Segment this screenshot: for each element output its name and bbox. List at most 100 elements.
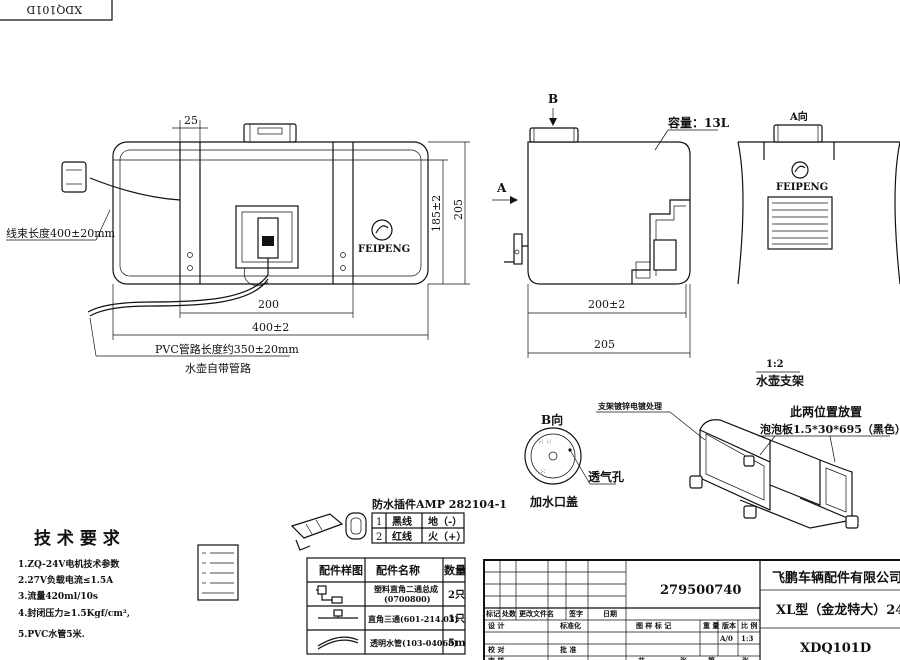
- view-a-nameplate: [767, 196, 833, 250]
- front-brand: FEIPENG: [358, 244, 410, 255]
- parts-table: 配件样图 配件名称 数量 塑料直角二通总成 (0700800) 2只 直角三通(…: [306, 557, 466, 655]
- tech-req-item: 3.流量420ml/10s: [18, 590, 98, 602]
- dim-outer-width: 205: [594, 338, 615, 351]
- dim-inner-width: 200±2: [588, 298, 625, 311]
- pvc-tube-note: 水壶自带管路: [185, 361, 251, 375]
- sheet-label: 第: [708, 656, 715, 660]
- info-label: 比 例: [741, 621, 757, 630]
- view-a-cap: [773, 124, 823, 143]
- rev-label: 签字: [568, 609, 583, 618]
- info-label: 图 样 标 记: [636, 621, 671, 630]
- parts-row-qty: 5m: [448, 638, 466, 649]
- side-tank-body: [527, 141, 691, 285]
- drawing-code-tab: XDQ101D: [0, 0, 113, 21]
- front-view: FEIPENG 25 185±2 205 200 400±2 线束长度4: [6, 114, 470, 375]
- connector-face-icon: [345, 512, 367, 540]
- info-label: 重 量: [703, 621, 719, 630]
- parts-header: 数量: [444, 563, 466, 577]
- front-cap: [243, 123, 297, 143]
- sheet-label: 张: [742, 656, 750, 660]
- scale-value: 1:3: [741, 634, 753, 643]
- front-tank-body: [112, 141, 429, 285]
- view-a: A向 FEIPENG: [737, 110, 900, 285]
- capacity-label: 容量：13L: [667, 115, 730, 130]
- pump-window: [235, 205, 299, 269]
- dim-cap-offset: 25: [184, 114, 198, 127]
- feipeng-logo-icon: [371, 219, 393, 241]
- mark-value: A/0: [719, 634, 733, 643]
- rev-label: 更改文件名: [519, 609, 554, 618]
- small-label-box: [197, 544, 239, 601]
- arrow-b-label: B: [548, 92, 558, 106]
- dim-bottom-inner: 200: [258, 298, 279, 311]
- part-number: 279500740: [660, 583, 741, 598]
- connector-block: 防水插件AMP 282104-1 1 黑线 地（-） 2 红线 火（+）: [290, 497, 507, 551]
- connector-row-no: 1: [376, 517, 382, 528]
- bracket-foam-label: 泡泡板1.5*30*695（黑色）: [760, 422, 900, 436]
- std-label: 标准化: [559, 621, 581, 630]
- connector-row-wire: 红线: [392, 530, 412, 543]
- sign-label: 设 计: [488, 621, 504, 630]
- dim-bottom-outer: 400±2: [252, 321, 289, 334]
- pvc-tube-length-label: PVC管路长度约350±20mm: [155, 342, 299, 356]
- parts-row-name: 透明水管(103-04068): [370, 638, 458, 648]
- pvc-tube: [87, 274, 269, 313]
- tech-req-item: 1.ZQ-24V电机技术参数: [18, 558, 120, 570]
- parts-row-qty: 1只: [448, 613, 465, 625]
- parts-header: 配件样图: [319, 563, 363, 577]
- rev-label: 标记: [485, 609, 500, 618]
- dim-height-inner: 185±2: [430, 195, 443, 232]
- svg-text:⁙: ⁙: [540, 468, 546, 476]
- view-b: B向 ⁙ ⁙ ⁙ 透气孔 加水口盖: [524, 412, 624, 509]
- tech-req-item: 5.PVC水管5米.: [18, 628, 85, 640]
- side-cap: [529, 127, 579, 143]
- tube-icon: [317, 636, 359, 647]
- bracket-title: 水壶支架: [756, 373, 804, 388]
- tech-req-item: 4.封闭压力≥1.5Kgf/cm²,: [18, 607, 130, 619]
- sheet-label: 张: [680, 656, 688, 660]
- bracket-scale: 1:2: [766, 359, 784, 370]
- filler-cap-label: 加水口盖: [529, 494, 578, 509]
- company-name: 飞鹏车辆配件有限公司: [772, 570, 900, 586]
- sign-label: 审 核: [488, 656, 504, 660]
- view-a-logo-icon: [791, 161, 809, 179]
- sheet-label: 共: [638, 656, 645, 660]
- bracket-finish-label: 支架镀锌电镀处理: [597, 401, 662, 411]
- harness-length-label: 线束长度400±20mm: [6, 226, 116, 240]
- parts-header: 配件名称: [376, 563, 420, 577]
- drawing-code-tab-text: XDQ101D: [26, 3, 82, 16]
- connector-row-func: 火（+）: [428, 530, 466, 543]
- side-view: B A 容量：13L 200±2 205: [492, 92, 730, 358]
- tech-requirements: 技 术 要 求 1.ZQ-24V电机技术参数 2.27V负载电流≤1.5A 3.…: [18, 528, 239, 640]
- std-label: 批 准: [560, 645, 576, 654]
- parts-row-qty: 2只: [448, 589, 465, 601]
- tech-req-item: 2.27V负载电流≤1.5A: [18, 574, 114, 586]
- parts-row-name: 塑料直角二通总成: [374, 584, 438, 594]
- title-block: 标记 处数 更改文件名 签字 日期 设 计 校 对 审 核 标准化 批 准 图 …: [483, 559, 900, 660]
- vent-hole-label: 透气孔: [588, 469, 624, 484]
- tech-req-title: 技 术 要 求: [34, 528, 120, 549]
- connector-row-no: 2: [376, 532, 382, 543]
- svg-text:⁙ ⁙: ⁙ ⁙: [538, 438, 552, 446]
- connector-row-wire: 黑线: [392, 515, 412, 528]
- dim-height-outer: 205: [452, 199, 465, 220]
- rev-label: 日期: [603, 609, 617, 618]
- bracket-placement-label: 此两位置放置: [790, 404, 862, 419]
- view-a-brand: FEIPENG: [776, 182, 828, 193]
- filler-cap-outer: [524, 427, 582, 485]
- product-name: XL型（金龙特大）24V: [776, 602, 900, 618]
- view-a-title: A向: [789, 110, 808, 123]
- wire-harness: [89, 177, 181, 201]
- view-b-title: B向: [541, 412, 563, 427]
- parts-row-name2: (0700800): [384, 594, 431, 604]
- rev-label: 处数: [501, 609, 517, 618]
- harness-connector-icon: [61, 161, 87, 193]
- connector-title: 防水插件AMP 282104-1: [372, 497, 507, 511]
- parts-row-name: 直角三通(601-214.03): [368, 614, 458, 624]
- connector-row-func: 地（-）: [428, 515, 462, 528]
- arrow-a-label: A: [496, 181, 507, 195]
- amp-connector-icon: [290, 513, 344, 539]
- sign-label: 校 对: [488, 645, 504, 654]
- drawing-code: XDQ101D: [800, 641, 871, 656]
